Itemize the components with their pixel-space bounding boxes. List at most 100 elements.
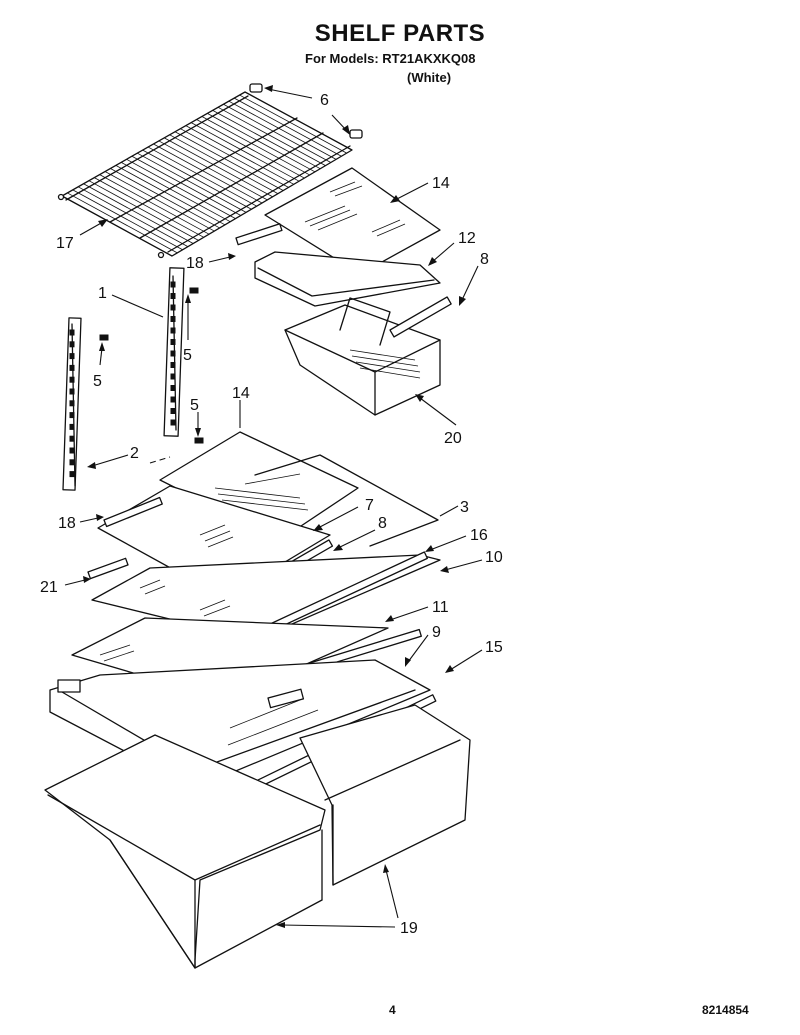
callout-17: 17	[56, 235, 74, 252]
ladder-slot	[170, 373, 176, 380]
wire-bar	[207, 113, 316, 173]
wire-bar	[190, 122, 300, 182]
wire-bar	[239, 94, 347, 154]
ladder-slot	[69, 341, 75, 348]
wire-bar	[99, 174, 210, 235]
wire-bar	[169, 134, 279, 194]
ladder-slot	[170, 419, 176, 426]
callout-9: 9	[432, 624, 441, 641]
wire-bar	[61, 195, 173, 257]
ladder-slot	[69, 471, 75, 478]
callout-19: 19	[400, 920, 418, 937]
wire-bar	[137, 152, 247, 213]
wire-bar	[196, 119, 305, 179]
wire-bar	[244, 91, 353, 151]
callout-5-left: 5	[93, 373, 102, 390]
wire-bar	[147, 146, 257, 207]
callout-5-lower: 5	[190, 397, 199, 414]
glass-shelf-3	[254, 454, 439, 547]
ladder-slot	[69, 459, 75, 466]
wire-bar	[212, 110, 321, 170]
wire-bar	[67, 192, 178, 254]
color-label: (White)	[407, 70, 452, 85]
upper-glass-shelf	[264, 167, 441, 275]
callout-14-upper: 14	[432, 175, 450, 192]
wire-bar	[228, 100, 337, 160]
page-title: SHELF PARTS	[314, 20, 486, 47]
callout-21: 21	[40, 579, 58, 596]
callout-8-lower: 8	[378, 515, 387, 532]
wire-bar	[164, 137, 273, 198]
ladder-slot	[170, 281, 176, 288]
ladder-slot	[69, 412, 75, 419]
ladder-slot	[170, 293, 176, 299]
ladder-slot	[69, 364, 75, 371]
ladder-slot	[170, 362, 176, 368]
ladder-slot	[69, 400, 75, 407]
wire-bar	[174, 131, 284, 191]
wire-bar	[77, 186, 189, 247]
callout-15: 15	[485, 639, 503, 656]
wire-bar	[88, 180, 199, 241]
ladder-slot	[170, 396, 176, 403]
ladder-slot	[69, 388, 75, 395]
end-caps	[249, 83, 363, 139]
callout-numbers: 6 14 17 12 18 8 1 5 5 20 14 5 2 7 3 18 8…	[40, 92, 503, 937]
callout-18-upper: 18	[186, 255, 204, 272]
wire-bar	[234, 97, 342, 157]
ladder-slot	[69, 376, 75, 383]
wire-bar	[131, 155, 242, 216]
wire-bar	[142, 149, 252, 210]
document-number: 8214854	[702, 1003, 749, 1017]
wire-bar	[185, 125, 294, 185]
callout-14-lower: 14	[232, 385, 250, 402]
wire-bar	[180, 128, 289, 188]
wire-bar	[153, 143, 263, 204]
ladder-slot	[69, 435, 75, 442]
callout-2: 2	[130, 445, 139, 462]
callout-20: 20	[444, 430, 462, 447]
ladder-slot	[69, 353, 75, 360]
wire-bar	[83, 183, 194, 244]
callout-16: 16	[470, 527, 488, 544]
wire-bar	[72, 189, 183, 251]
deli-drawer	[284, 296, 452, 416]
wire-bar	[115, 165, 226, 226]
callout-8-upper: 8	[480, 251, 489, 268]
page-number: 4	[389, 1003, 396, 1017]
ladder-slot	[170, 408, 176, 414]
ladder-slot	[170, 350, 176, 357]
wire-bar	[201, 116, 310, 176]
wire-bar	[126, 158, 236, 219]
callout-18-lower: 18	[58, 515, 76, 532]
wire-bar	[104, 171, 215, 232]
upper-shelf-frame	[235, 223, 441, 307]
leader-lines	[64, 85, 483, 928]
callout-12: 12	[458, 230, 476, 247]
wire-bar	[121, 162, 231, 223]
crisper-drawers	[44, 704, 471, 969]
models-label: For Models: RT21AKXKQ08	[305, 51, 476, 66]
wire-bar	[110, 168, 220, 229]
callout-5-right: 5	[183, 347, 192, 364]
ladder-slot	[170, 316, 176, 322]
ladder-slot	[170, 327, 176, 334]
screws	[99, 287, 204, 444]
callout-6: 6	[320, 92, 329, 109]
callout-1: 1	[98, 285, 107, 302]
ladder-slot	[170, 339, 176, 345]
wire-bar	[223, 103, 332, 163]
ladder-slot	[170, 385, 176, 391]
callout-3: 3	[460, 499, 469, 516]
wire-bar	[217, 106, 326, 166]
wire-shelf	[57, 91, 353, 259]
callout-7: 7	[365, 497, 374, 514]
lower-glass-shelf	[159, 431, 359, 541]
shelf-ladders	[62, 267, 185, 491]
wire-bar	[158, 140, 268, 201]
callout-11: 11	[432, 599, 449, 616]
ladder-slot	[69, 329, 75, 336]
callout-10: 10	[485, 549, 503, 566]
ladder-slot	[69, 423, 75, 430]
